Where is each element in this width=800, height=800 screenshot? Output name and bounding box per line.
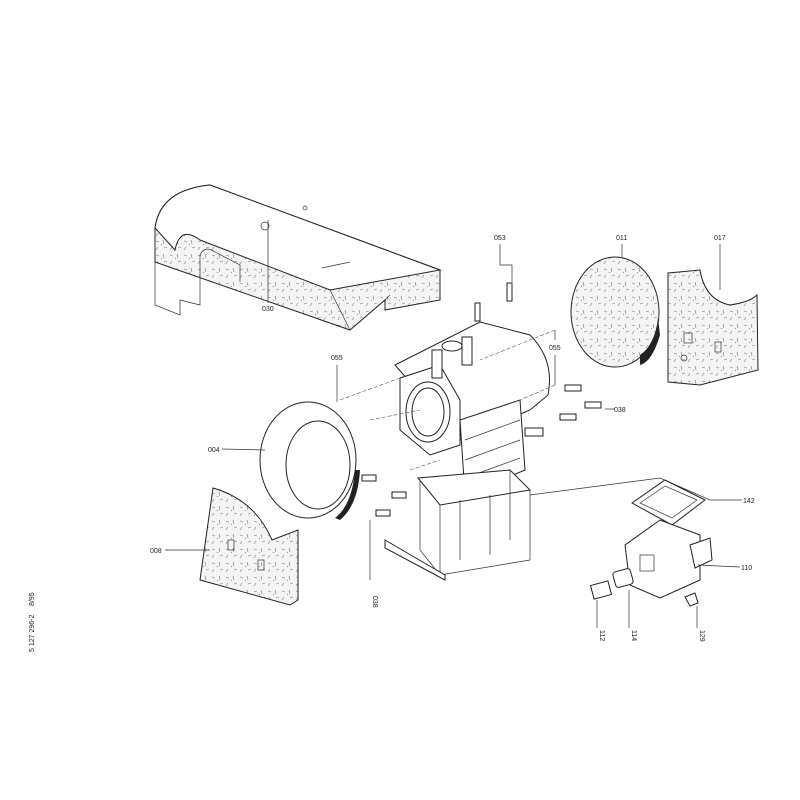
callout-110: 110 xyxy=(741,565,752,572)
callout-055-left: 055 xyxy=(331,355,343,362)
top-insulation-block-030 xyxy=(154,184,442,331)
callout-labels: 030 053 011 017 055 055 038 004 008 038 … xyxy=(150,235,755,642)
support-frame xyxy=(384,469,532,581)
front-insulation-panel-008 xyxy=(199,487,299,606)
heat-exchanger-body xyxy=(394,282,551,496)
cover-plate-112 xyxy=(589,580,613,600)
callout-112: 112 xyxy=(598,630,605,641)
callout-114: 114 xyxy=(630,630,637,641)
document-number: 5 127 296-2 xyxy=(29,615,36,652)
gasket-142 xyxy=(631,479,706,526)
callout-038-right: 038 xyxy=(614,407,626,414)
callout-004: 004 xyxy=(208,447,220,454)
callout-008: 008 xyxy=(150,548,162,555)
document-date: 8/95 xyxy=(29,592,36,606)
rear-insulation-panel-017 xyxy=(667,269,759,386)
callout-053: 053 xyxy=(494,235,506,242)
document-info: 5 127 296-2 8/95 xyxy=(29,592,36,652)
callout-142: 142 xyxy=(743,498,755,505)
gasket-114 xyxy=(612,568,634,588)
callout-017: 017 xyxy=(714,235,726,242)
callout-011: 011 xyxy=(616,235,627,242)
burner-housing-110 xyxy=(624,519,713,599)
insulation-ring-004 xyxy=(259,401,360,520)
callout-030: 030 xyxy=(262,306,274,313)
callout-055-right: 055 xyxy=(549,345,561,352)
callout-129: 129 xyxy=(698,630,705,642)
callout-038-bottom: 038 xyxy=(371,596,378,608)
leader-lines xyxy=(165,244,742,628)
round-insulation-disc-011 xyxy=(570,256,660,368)
clips-038 xyxy=(361,384,602,517)
clip-129 xyxy=(684,592,699,607)
